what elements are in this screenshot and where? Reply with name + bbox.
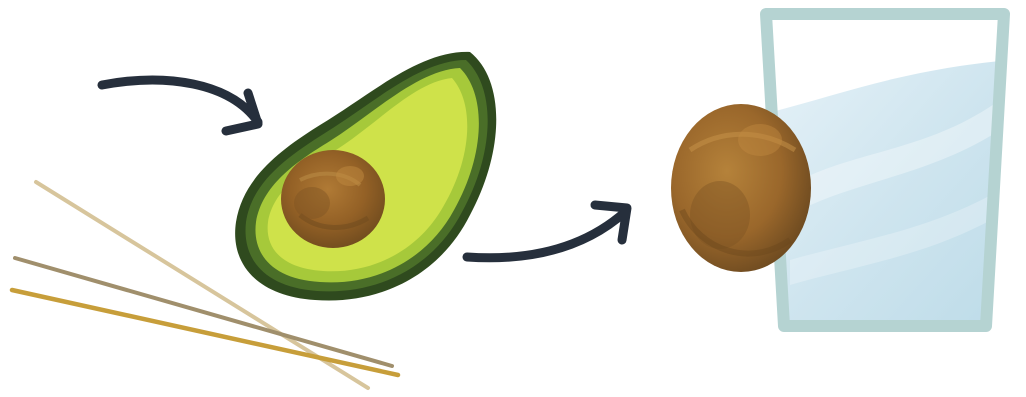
arrow-icon: [467, 205, 627, 258]
pit-in-glass-icon: [671, 14, 1010, 340]
avocado-half-icon: [235, 52, 496, 301]
arrow-icon: [102, 80, 258, 131]
